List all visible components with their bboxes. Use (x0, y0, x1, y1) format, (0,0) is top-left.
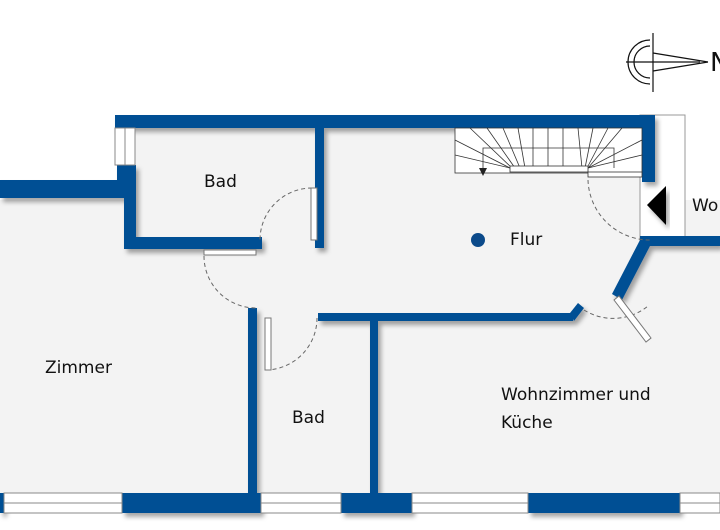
walls (0, 115, 720, 513)
north-compass-icon (626, 33, 709, 92)
room-label-wohnzimmer: Wohnzimmer und (501, 385, 651, 405)
entrance-arrow-icon (647, 186, 666, 225)
door-leaves (203, 187, 652, 371)
windows (3, 127, 720, 514)
staircase (454, 127, 643, 178)
compass-north-label: N (710, 48, 720, 78)
ceiling-light-icon (471, 233, 485, 247)
room-label-kueche: Küche (501, 413, 553, 433)
neighbor-label: Wo (692, 196, 719, 216)
room-label-bad-top: Bad (204, 172, 237, 192)
room-label-flur: Flur (510, 230, 543, 250)
doors (203, 179, 651, 371)
room-label-bad-bottom: Bad (292, 408, 325, 428)
stair-direction-arrow-icon (479, 168, 487, 176)
room-label-zimmer: Zimmer (45, 358, 112, 378)
